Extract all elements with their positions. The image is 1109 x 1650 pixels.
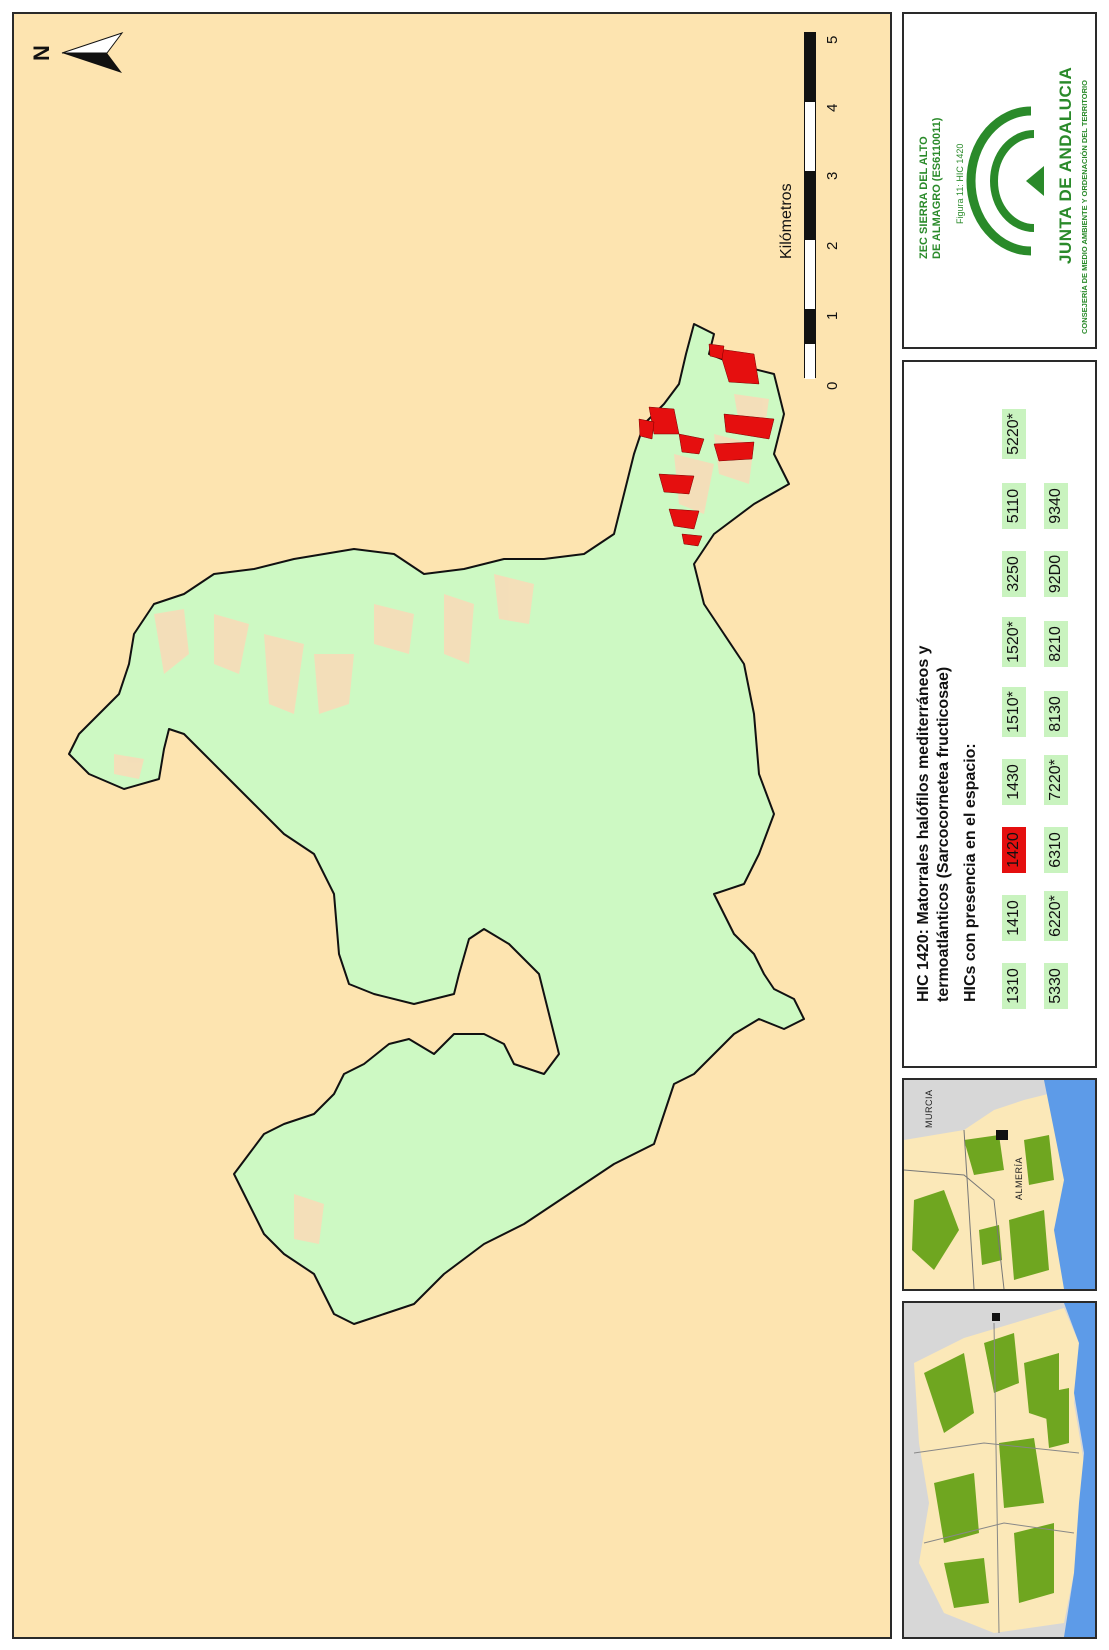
site-name-line2: DE ALMAGRO (ES6110011): [931, 117, 943, 259]
inset-map-regional: MURCIA ALMERÍA: [902, 1078, 1097, 1291]
legend-subtitle: HICs con presencia en el espacio:: [962, 743, 979, 1002]
inset-map-regional-canvas: [904, 1080, 1095, 1289]
inset-label-almeria: ALMERÍA: [1014, 1156, 1024, 1200]
habitat-patches: [114, 394, 769, 1244]
hic-1420-areas: [638, 343, 775, 547]
scale-bar: 5 4 3 2 1 0: [804, 32, 864, 392]
main-map: N 5 4 3 2 1 0 Kilómetros: [12, 12, 892, 1639]
title-block: ZEC SIERRA DEL ALTO DE ALMAGRO (ES611001…: [902, 12, 1097, 349]
hic-chip: 9340: [1044, 483, 1068, 529]
hic-chip: 92D0: [1044, 551, 1068, 597]
hic-chip: 6220*: [1044, 891, 1068, 941]
inset-label-murcia: MURCIA: [924, 1089, 934, 1129]
org-name: JUNTA DE ANDALUCIA: [1056, 66, 1075, 264]
site-name-line1: ZEC SIERRA DEL ALTO: [918, 136, 930, 259]
legend-title-line1: HIC 1420: Matorrales halófilos mediterrá…: [915, 645, 932, 1002]
hic-chip: 5220*: [1002, 409, 1026, 459]
legend-title-line2: termoatlánticos (Sarcocornetea fructicos…: [935, 666, 952, 1002]
hic-chip: 6310: [1044, 827, 1068, 873]
north-arrow-icon: [61, 32, 124, 73]
hic-chip: 5110: [1002, 483, 1026, 529]
legend: HIC 1420: Matorrales halófilos mediterrá…: [902, 360, 1097, 1068]
inset-map-andalucia: [902, 1301, 1097, 1639]
hic-chip: 1510*: [1002, 687, 1026, 737]
scale-tick: 3: [824, 171, 841, 180]
scale-tick: 5: [824, 35, 841, 44]
scale-unit-label: Kilómetros: [778, 183, 795, 259]
scale-tick: 2: [824, 241, 841, 250]
scale-tick: 0: [824, 381, 841, 390]
inset-map-andalucia-canvas: [904, 1303, 1095, 1637]
hic-chip: 1430: [1002, 759, 1026, 805]
org-department: CONSEJERÍA DE MEDIO AMBIENTE Y ORDENACIÓ…: [1080, 80, 1089, 334]
north-label: N: [28, 45, 54, 61]
hic-chip-highlighted: 1420: [1002, 827, 1026, 873]
map-canvas: [68, 323, 805, 1325]
scale-segments: [804, 32, 816, 379]
protected-area-polygon: [68, 323, 805, 1325]
hic-chip: 5330: [1044, 963, 1068, 1009]
north-arrow: N: [28, 28, 132, 78]
junta-logo-icon: [966, 106, 1044, 256]
hic-chip: 8210: [1044, 621, 1068, 667]
hic-chip: 8130: [1044, 691, 1068, 737]
hic-chip: 3250: [1002, 551, 1026, 597]
hic-chip: 1410: [1002, 895, 1026, 941]
hic-chip: 1310: [1002, 963, 1026, 1009]
scale-tick: 1: [824, 311, 841, 320]
hic-chip: 7220*: [1044, 755, 1068, 805]
figure-caption: Figura 11: HIC 1420: [955, 143, 965, 224]
scale-tick: 4: [824, 103, 841, 112]
hic-chip: 1520*: [1002, 617, 1026, 667]
